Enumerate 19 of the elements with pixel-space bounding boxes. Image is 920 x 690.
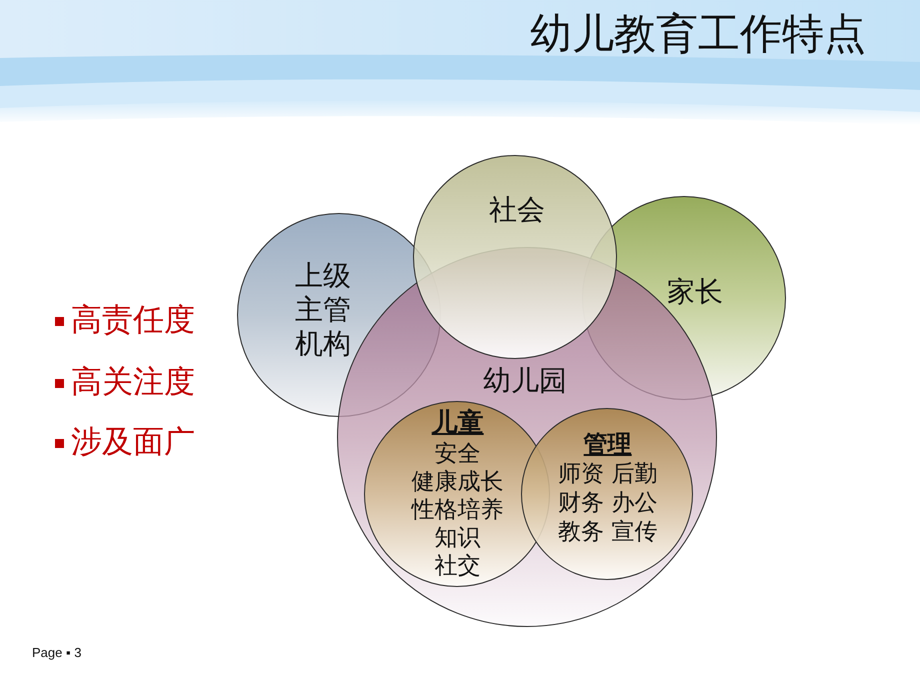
slide-title: 幼儿教育工作特点 [530, 8, 866, 60]
list-item: 社交 [434, 552, 481, 580]
bullet-text: 高关注度 [71, 363, 195, 402]
list-item: 财务 办公 [558, 488, 658, 518]
circle-label: 家长 [667, 274, 723, 310]
circle-label: 幼儿园 [483, 363, 567, 399]
bullet-text: 高责任度 [71, 301, 195, 340]
heading: 儿童 [432, 406, 484, 440]
list-item: 教务 宣传 [558, 518, 658, 547]
page-number: Page ▪ 3 [32, 645, 82, 661]
list-item: 性格培养 [412, 496, 504, 524]
list-item: 健康成长 [412, 468, 504, 496]
list-item: 安全 [434, 440, 481, 468]
bullet-text: 涉及面广 [71, 423, 195, 462]
list-item: 师资 后勤 [558, 460, 658, 489]
list-item: 知识 [434, 524, 481, 552]
circle-label: 社会 [489, 192, 545, 228]
heading: 管理 [584, 428, 632, 460]
circle-label: 上级主管机构 [294, 259, 352, 361]
